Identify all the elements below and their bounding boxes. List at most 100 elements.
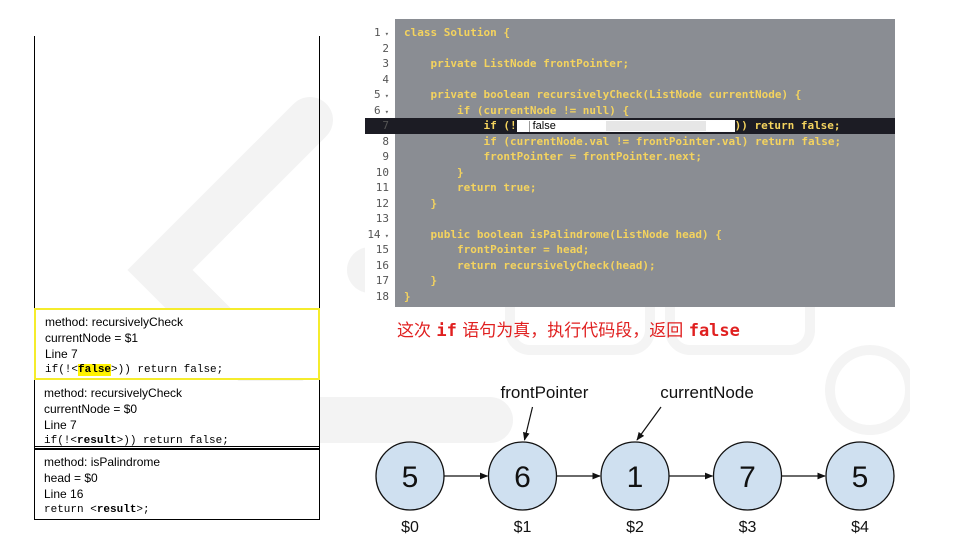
frame-method: method: isPalindrome <box>44 455 161 469</box>
node-value: 6 <box>514 461 531 494</box>
code-line-5: 5 ▾ private boolean recursivelyCheck(Lis… <box>365 87 895 103</box>
code-line-6: 6 ▾ if (currentNode != null) { <box>365 103 895 119</box>
list-node <box>712 441 783 511</box>
code-line-9: 9 frontPointer = frontPointer.next; <box>365 149 895 165</box>
stack-frame-middle: method: recursivelyCheck currentNode = $… <box>34 381 320 447</box>
line-number: 8 <box>382 134 389 148</box>
line-number: 4 <box>382 72 389 86</box>
line-number: 9 <box>382 150 389 163</box>
line-number: 6 ▾ <box>373 103 389 117</box>
frame-code: if(!<false>)) return false; <box>45 364 224 376</box>
code-line-16: 16 return recursivelyCheck(head); <box>365 258 895 274</box>
code-line-3: 3 private ListNode frontPointer; <box>365 56 895 72</box>
line-number: 17 <box>375 274 389 287</box>
stack-rail-right <box>319 36 320 520</box>
code-line-8: 8 if (currentNode.val != frontPointer.va… <box>365 134 895 150</box>
line-number: 7 <box>382 119 389 132</box>
line-number: 1 ▾ <box>373 26 389 39</box>
code-line-13: 13 <box>365 211 895 227</box>
code-text: if (!false)) return false; <box>404 119 841 132</box>
pointer-label: frontPointer <box>501 383 589 402</box>
line-number: 5 ▾ <box>373 88 389 101</box>
explanation-caption: 这次 if 语句为真，执行代码段，返回 false <box>397 321 740 341</box>
code-line-17: 17 } <box>365 273 895 289</box>
frame-method: method: recursivelyCheck <box>45 315 184 329</box>
inline-value-box: false <box>516 120 735 132</box>
code-line-10: 10 } <box>365 165 895 181</box>
fold-arrow-icon[interactable]: ▾ <box>380 231 389 240</box>
code-line-4: 4 <box>365 72 895 88</box>
stack-rail-left <box>34 36 35 520</box>
caption-value: false <box>688 321 740 341</box>
code-line-7: 7 if (!false)) return false; <box>365 118 895 134</box>
code-line-12: 12 } <box>365 196 895 212</box>
line-number: 18 <box>375 289 389 303</box>
code-background <box>395 19 895 307</box>
fold-arrow-icon[interactable]: ▾ <box>380 107 389 116</box>
caption-keyword: if <box>436 321 457 341</box>
node-address: $2 <box>626 519 644 536</box>
node-address: $4 <box>851 519 869 536</box>
code-text: } <box>404 196 438 210</box>
code-text: public boolean isPalindrome(ListNode hea… <box>404 227 722 241</box>
frame-line: Line 16 <box>44 487 84 501</box>
line-number: 10 <box>375 165 389 179</box>
frame-line: Line 7 <box>44 418 77 432</box>
code-line-14: 14 ▾ public boolean isPalindrome(ListNod… <box>365 227 895 243</box>
highlighted-value: false <box>78 364 112 376</box>
line-number: 16 <box>375 258 389 272</box>
frame-line: Line 7 <box>45 347 78 361</box>
code-text: return true; <box>404 181 537 194</box>
code-line-11: 11 return true; <box>365 180 895 196</box>
node-value: 5 <box>852 461 869 494</box>
node-address: $0 <box>401 519 419 536</box>
node-value: 5 <box>402 461 419 494</box>
call-stack: method: recursivelyCheck currentNode = $… <box>34 36 320 520</box>
frame-variable: currentNode = $0 <box>44 402 138 416</box>
node-address: $3 <box>739 519 757 536</box>
line-number: 11 <box>375 181 389 194</box>
code-line-2: 2 <box>365 41 895 57</box>
list-node <box>600 441 670 511</box>
code-text: frontPointer = frontPointer.next; <box>404 150 703 163</box>
list-node <box>487 441 558 511</box>
code-line-15: 15 frontPointer = head; <box>365 242 895 258</box>
line-number: 2 <box>382 41 389 55</box>
code-line-18: 18} <box>365 289 895 305</box>
node-address: $1 <box>514 519 532 536</box>
pointer-arrow <box>523 406 534 441</box>
code-text: return recursivelyCheck(head); <box>404 258 656 272</box>
code-text: private ListNode frontPointer; <box>404 57 630 70</box>
line-number: 13 <box>375 212 389 225</box>
line-number: 14 ▾ <box>367 227 389 241</box>
pointer-label: currentNode <box>660 383 754 402</box>
frame-code: return <result>; <box>44 504 150 516</box>
code-line-1: 1 ▾ class Solution { <box>365 25 895 41</box>
pointer-arrow <box>636 406 662 441</box>
line-number: 12 <box>375 196 389 210</box>
fold-arrow-icon[interactable]: ▾ <box>380 92 389 100</box>
list-node <box>375 441 445 511</box>
code-text: private boolean recursivelyCheck(ListNod… <box>404 88 802 101</box>
line-number-gutter <box>365 19 395 307</box>
code-text: } <box>404 289 411 303</box>
frame-code: if(!<result>)) return false; <box>44 435 229 447</box>
fold-arrow-icon[interactable]: ▾ <box>380 30 389 38</box>
stack-frame-bottom: method: isPalindrome head = $0 Line 16 r… <box>34 448 320 520</box>
frame-variable: head = $0 <box>44 471 98 485</box>
frame-variable: currentNode = $1 <box>45 331 139 345</box>
stack-frame-top: method: recursivelyCheck currentNode = $… <box>34 308 320 380</box>
line-number: 3 <box>382 57 389 70</box>
code-text: if (currentNode.val != frontPointer.val)… <box>404 134 842 148</box>
code-text: } <box>404 165 464 179</box>
line-number: 15 <box>375 243 389 256</box>
code-text: frontPointer = head; <box>404 243 590 256</box>
node-value: 7 <box>739 461 756 494</box>
code-text: class Solution { <box>404 26 510 39</box>
list-node <box>825 441 895 511</box>
code-text: } <box>404 274 438 287</box>
code-text: if (currentNode != null) { <box>404 103 630 117</box>
frame-method: method: recursivelyCheck <box>44 386 183 400</box>
